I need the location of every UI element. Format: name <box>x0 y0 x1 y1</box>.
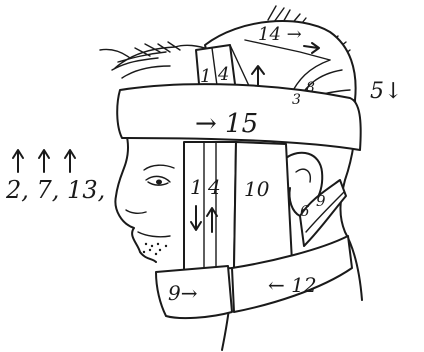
face-profile <box>115 118 156 262</box>
label-strip-4-mid: 4 <box>207 175 221 199</box>
cheek-patch-10 <box>234 142 292 268</box>
label-neck-6: 6 <box>300 202 310 220</box>
label-crown-8: 8 <box>306 80 315 96</box>
vertical-strip-cheek <box>184 142 236 270</box>
label-crown-14: 14 → <box>258 24 302 45</box>
nostril <box>126 210 146 213</box>
stubble <box>143 243 167 255</box>
label-neck-9: 9 <box>316 192 326 210</box>
label-strip-1-top: 1 <box>200 66 211 87</box>
left-up-arrows <box>13 150 75 172</box>
label-left-numbers: 2, 7, 13, <box>5 176 105 204</box>
label-chin-9: 9→ <box>168 281 198 305</box>
label-band-15: → 15 <box>195 109 258 139</box>
hair-tuft-front <box>100 42 210 78</box>
label-crown-3: 3 <box>292 92 301 108</box>
label-cheek-10: 10 <box>244 177 270 201</box>
label-jaw-12: ← 12 <box>268 273 317 297</box>
mouth <box>138 232 170 237</box>
label-strip-1-mid: 1 <box>190 175 203 199</box>
eye <box>144 165 174 185</box>
label-strip-4-top: 4 <box>217 64 229 85</box>
label-side-5: 5↓ <box>370 79 402 104</box>
